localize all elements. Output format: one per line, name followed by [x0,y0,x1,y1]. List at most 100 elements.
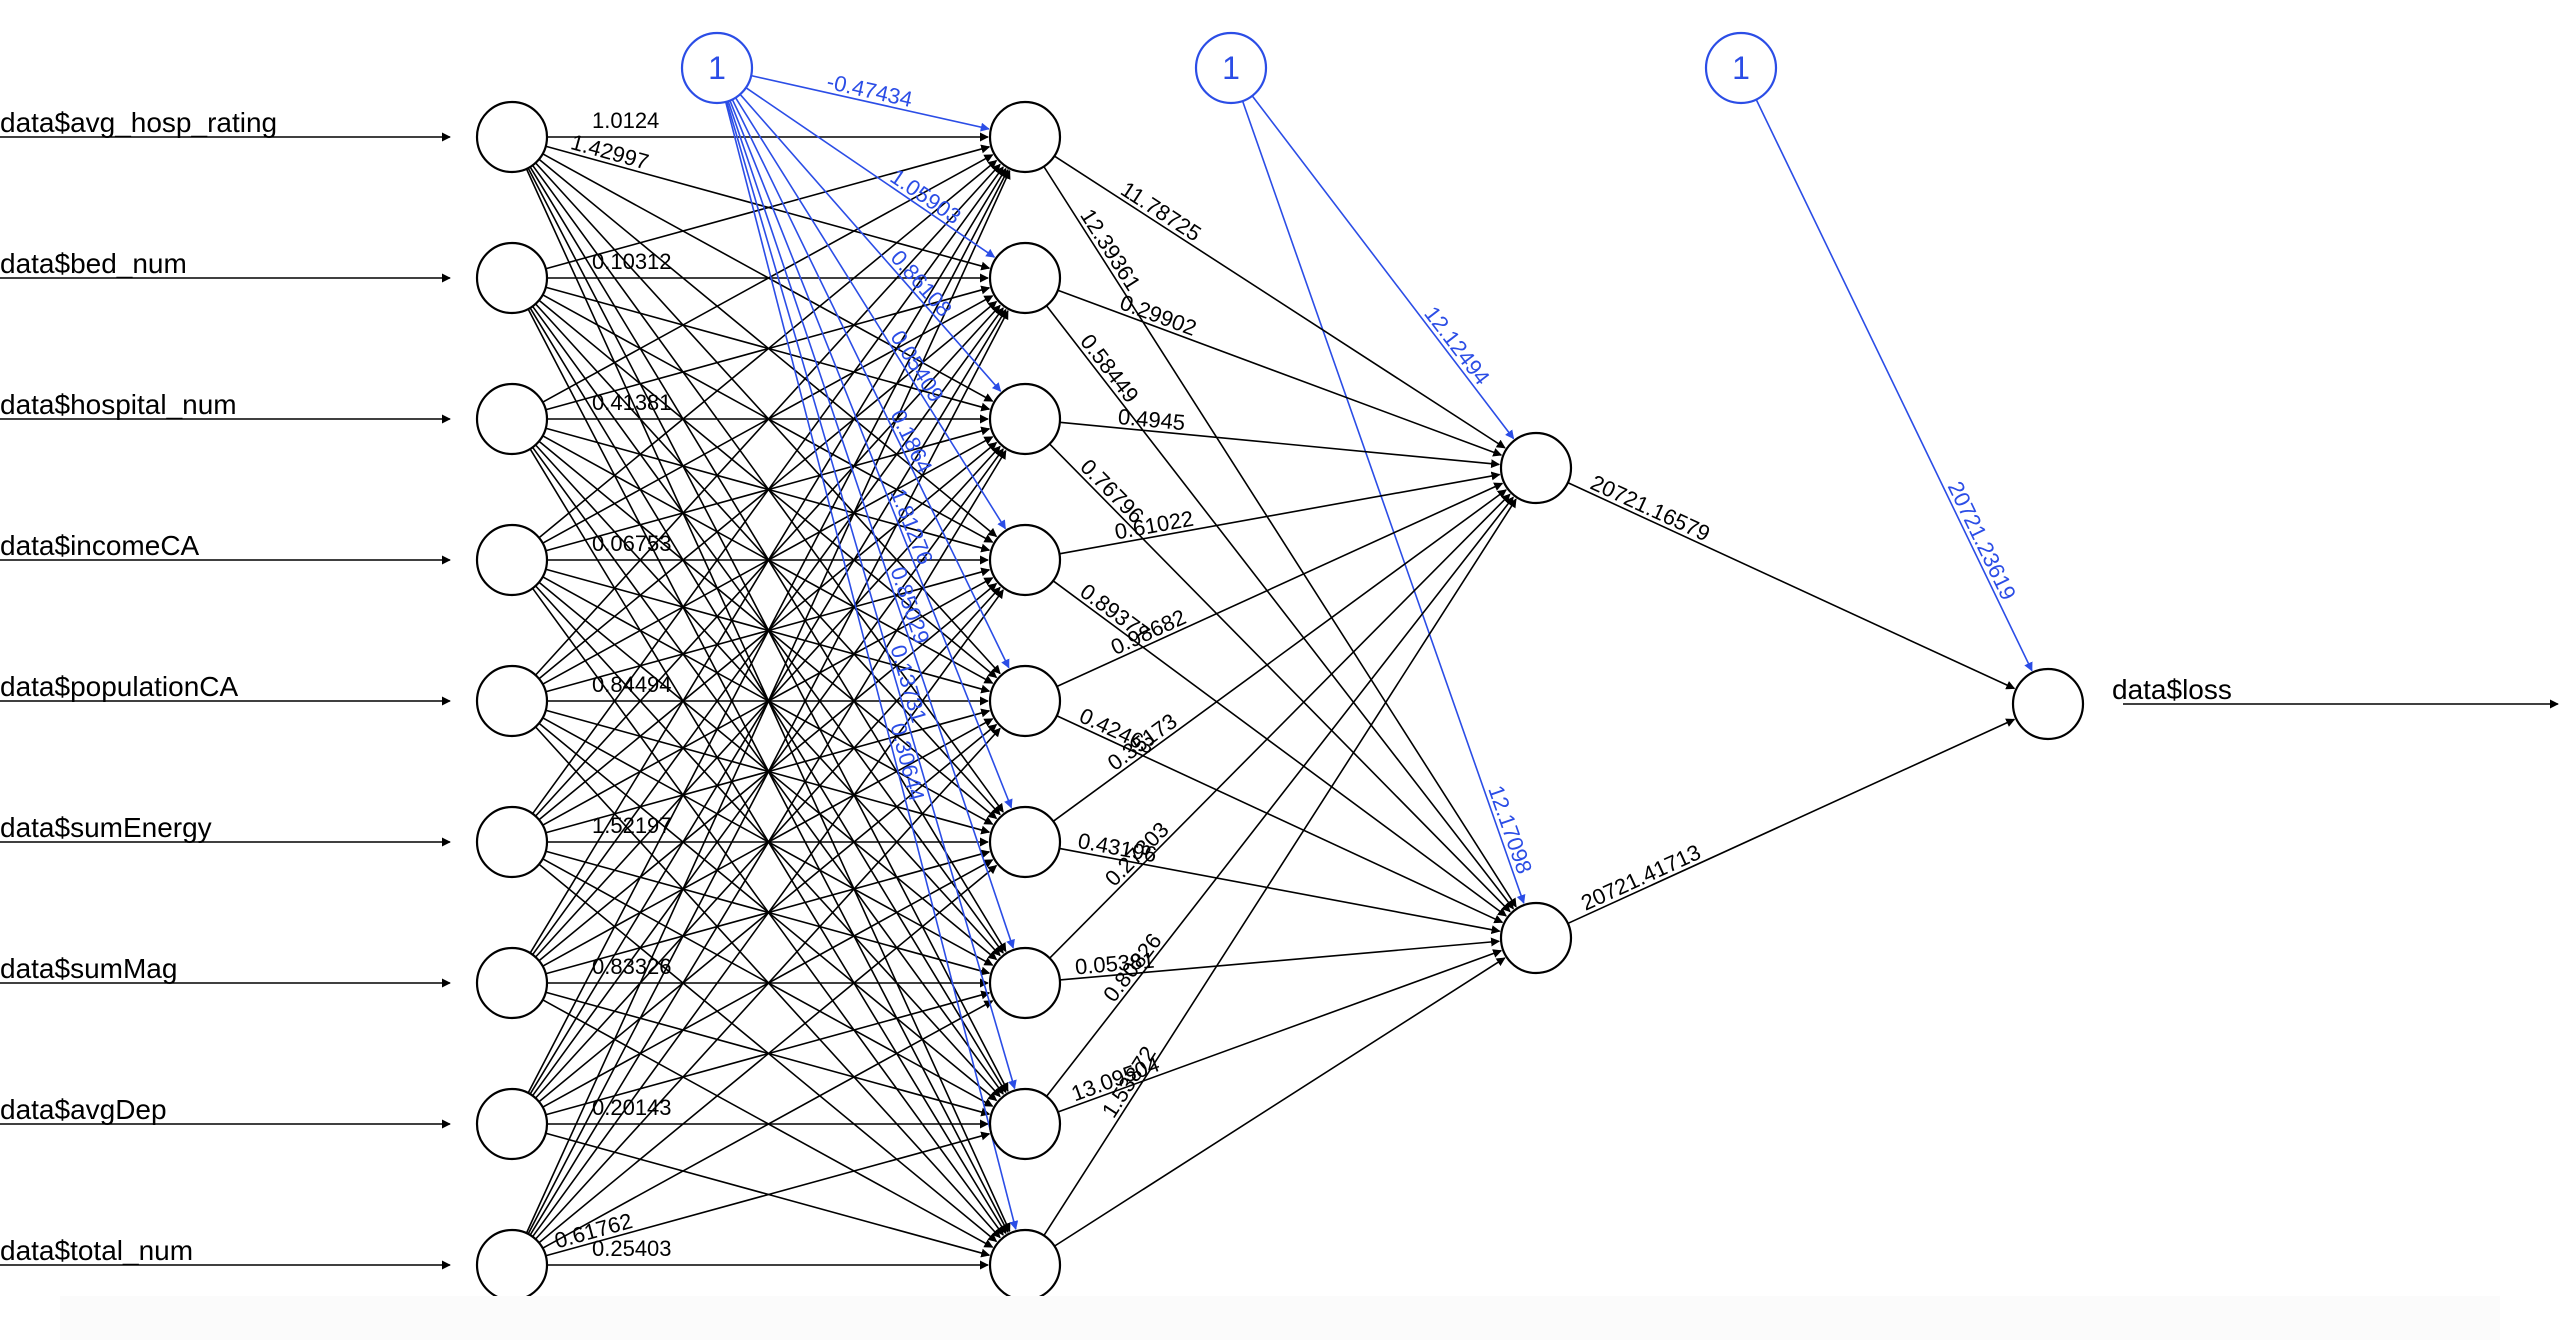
weight-edge [1059,847,1501,935]
hidden1-node [988,523,1062,597]
input-node [475,805,549,879]
input-node [475,100,549,174]
bias-weight-label: 12.17098 [1483,782,1537,877]
weight-edge [1052,580,1507,917]
bias-edge [734,97,1007,530]
weight-edge [1053,155,1506,449]
bias-edge [731,99,1010,669]
weight-edge [542,1000,994,1249]
weight-edge [545,1131,991,1257]
hidden1-node [988,382,1062,456]
weight-edge [1567,718,2016,925]
weight-label: 20721.16579 [1587,470,1714,546]
bias-node [1194,31,1268,105]
input-node [475,664,549,738]
weight-label: 0.84494 [592,672,672,697]
weight-label: 0.4945 [1117,404,1186,435]
weight-edge [1052,489,1507,822]
weight-labels: 1.01240.103120.413810.067530.844941.5219… [552,69,2021,1261]
weight-edge [1054,957,1506,1247]
weight-edge [1059,937,1501,981]
bias-edge [745,87,996,258]
hidden1-node [988,805,1062,879]
input-node [475,382,549,456]
input-label: data$sumEnergy [0,812,212,843]
bias-node [680,31,754,105]
bias-edges [724,74,2033,1231]
weight-edge [534,163,1001,676]
weight-edge [529,167,1007,954]
weight-label: 0.41381 [592,390,672,415]
weight-label: 0.10312 [592,249,672,274]
output-label: data$loss [2112,674,2232,705]
input-node [475,1228,549,1302]
weight-label: 0.29902 [1117,290,1200,341]
input-label: data$total_num [0,1235,193,1266]
weight-edge [531,166,1004,815]
bias-edge [1251,95,1515,440]
input-label: data$incomeCA [0,530,200,561]
weight-edge [1057,949,1503,1113]
weight-edge [531,589,1004,1238]
hidden2-to-output-edges [1567,481,2016,925]
bias-weight-label: 20721.23619 [1943,477,2021,604]
hidden1-node [988,1228,1062,1302]
weight-edge [534,727,1001,1240]
weight-label: 0.25403 [592,1236,672,1261]
output-node [2011,667,2085,741]
weight-edge [538,864,998,1244]
bias-weight-label: 12.12494 [1419,301,1495,389]
weight-label: 0.83326 [592,954,672,979]
input-label: data$populationCA [0,671,239,702]
bias-edge [750,74,990,132]
bottom-strip [60,1296,2500,1340]
weight-label: 11.78725 [1116,176,1205,246]
weight-edge [538,159,998,539]
weight-edge [527,169,1009,1094]
input-label: data$sumMag [0,953,177,984]
bias-weight-label: 0.30644 [885,720,929,803]
hidden1-node [988,664,1062,738]
weight-edge [1567,481,2016,690]
input-label: data$avgDep [0,1094,167,1125]
weight-edge [1043,166,1517,908]
hidden1-node [988,241,1062,315]
weight-edge [1057,289,1503,457]
hidden1-to-hidden2-edges [1043,155,1517,1247]
weight-label: 0.58449 [1075,329,1143,407]
bias-node-label: 1 [708,50,726,86]
bias-weight-label: 0.85029 [885,564,934,647]
bias-edge [739,93,1002,392]
bias-edge [1241,100,1526,904]
weight-edge [1059,421,1501,469]
weight-edge [1049,493,1511,959]
weight-edge [1056,715,1504,924]
hidden2-node [1499,431,1573,505]
input-node [475,946,549,1020]
input-node [475,523,549,597]
bias-edge [726,101,1017,1090]
bias-edge [724,101,1019,1231]
weight-label: 1.52197 [592,813,672,838]
input-node [475,1087,549,1161]
input-to-hidden1-edges [525,132,1011,1270]
weight-label: 1.42997 [568,129,651,174]
bias-weight-label: -0.47434 [825,69,915,112]
bias-node [1704,31,1778,105]
weight-edge [1059,471,1501,555]
weight-edge [525,169,1011,1234]
bias-weight-label: 0.1864 [886,406,938,477]
input-output-labels: data$avg_hosp_ratingdata$bed_numdata$hos… [0,107,2232,1266]
weight-label: 20721.41713 [1577,839,1704,915]
bias-edge [729,100,1013,809]
input-label: data$avg_hosp_rating [0,107,277,138]
input-arrows [0,132,2559,1270]
input-node [475,241,549,315]
weight-edge [527,310,1009,1235]
input-label: data$hospital_num [0,389,237,420]
weight-edge [1045,305,1514,910]
hidden1-node [988,946,1062,1020]
hidden1-node [988,100,1062,174]
